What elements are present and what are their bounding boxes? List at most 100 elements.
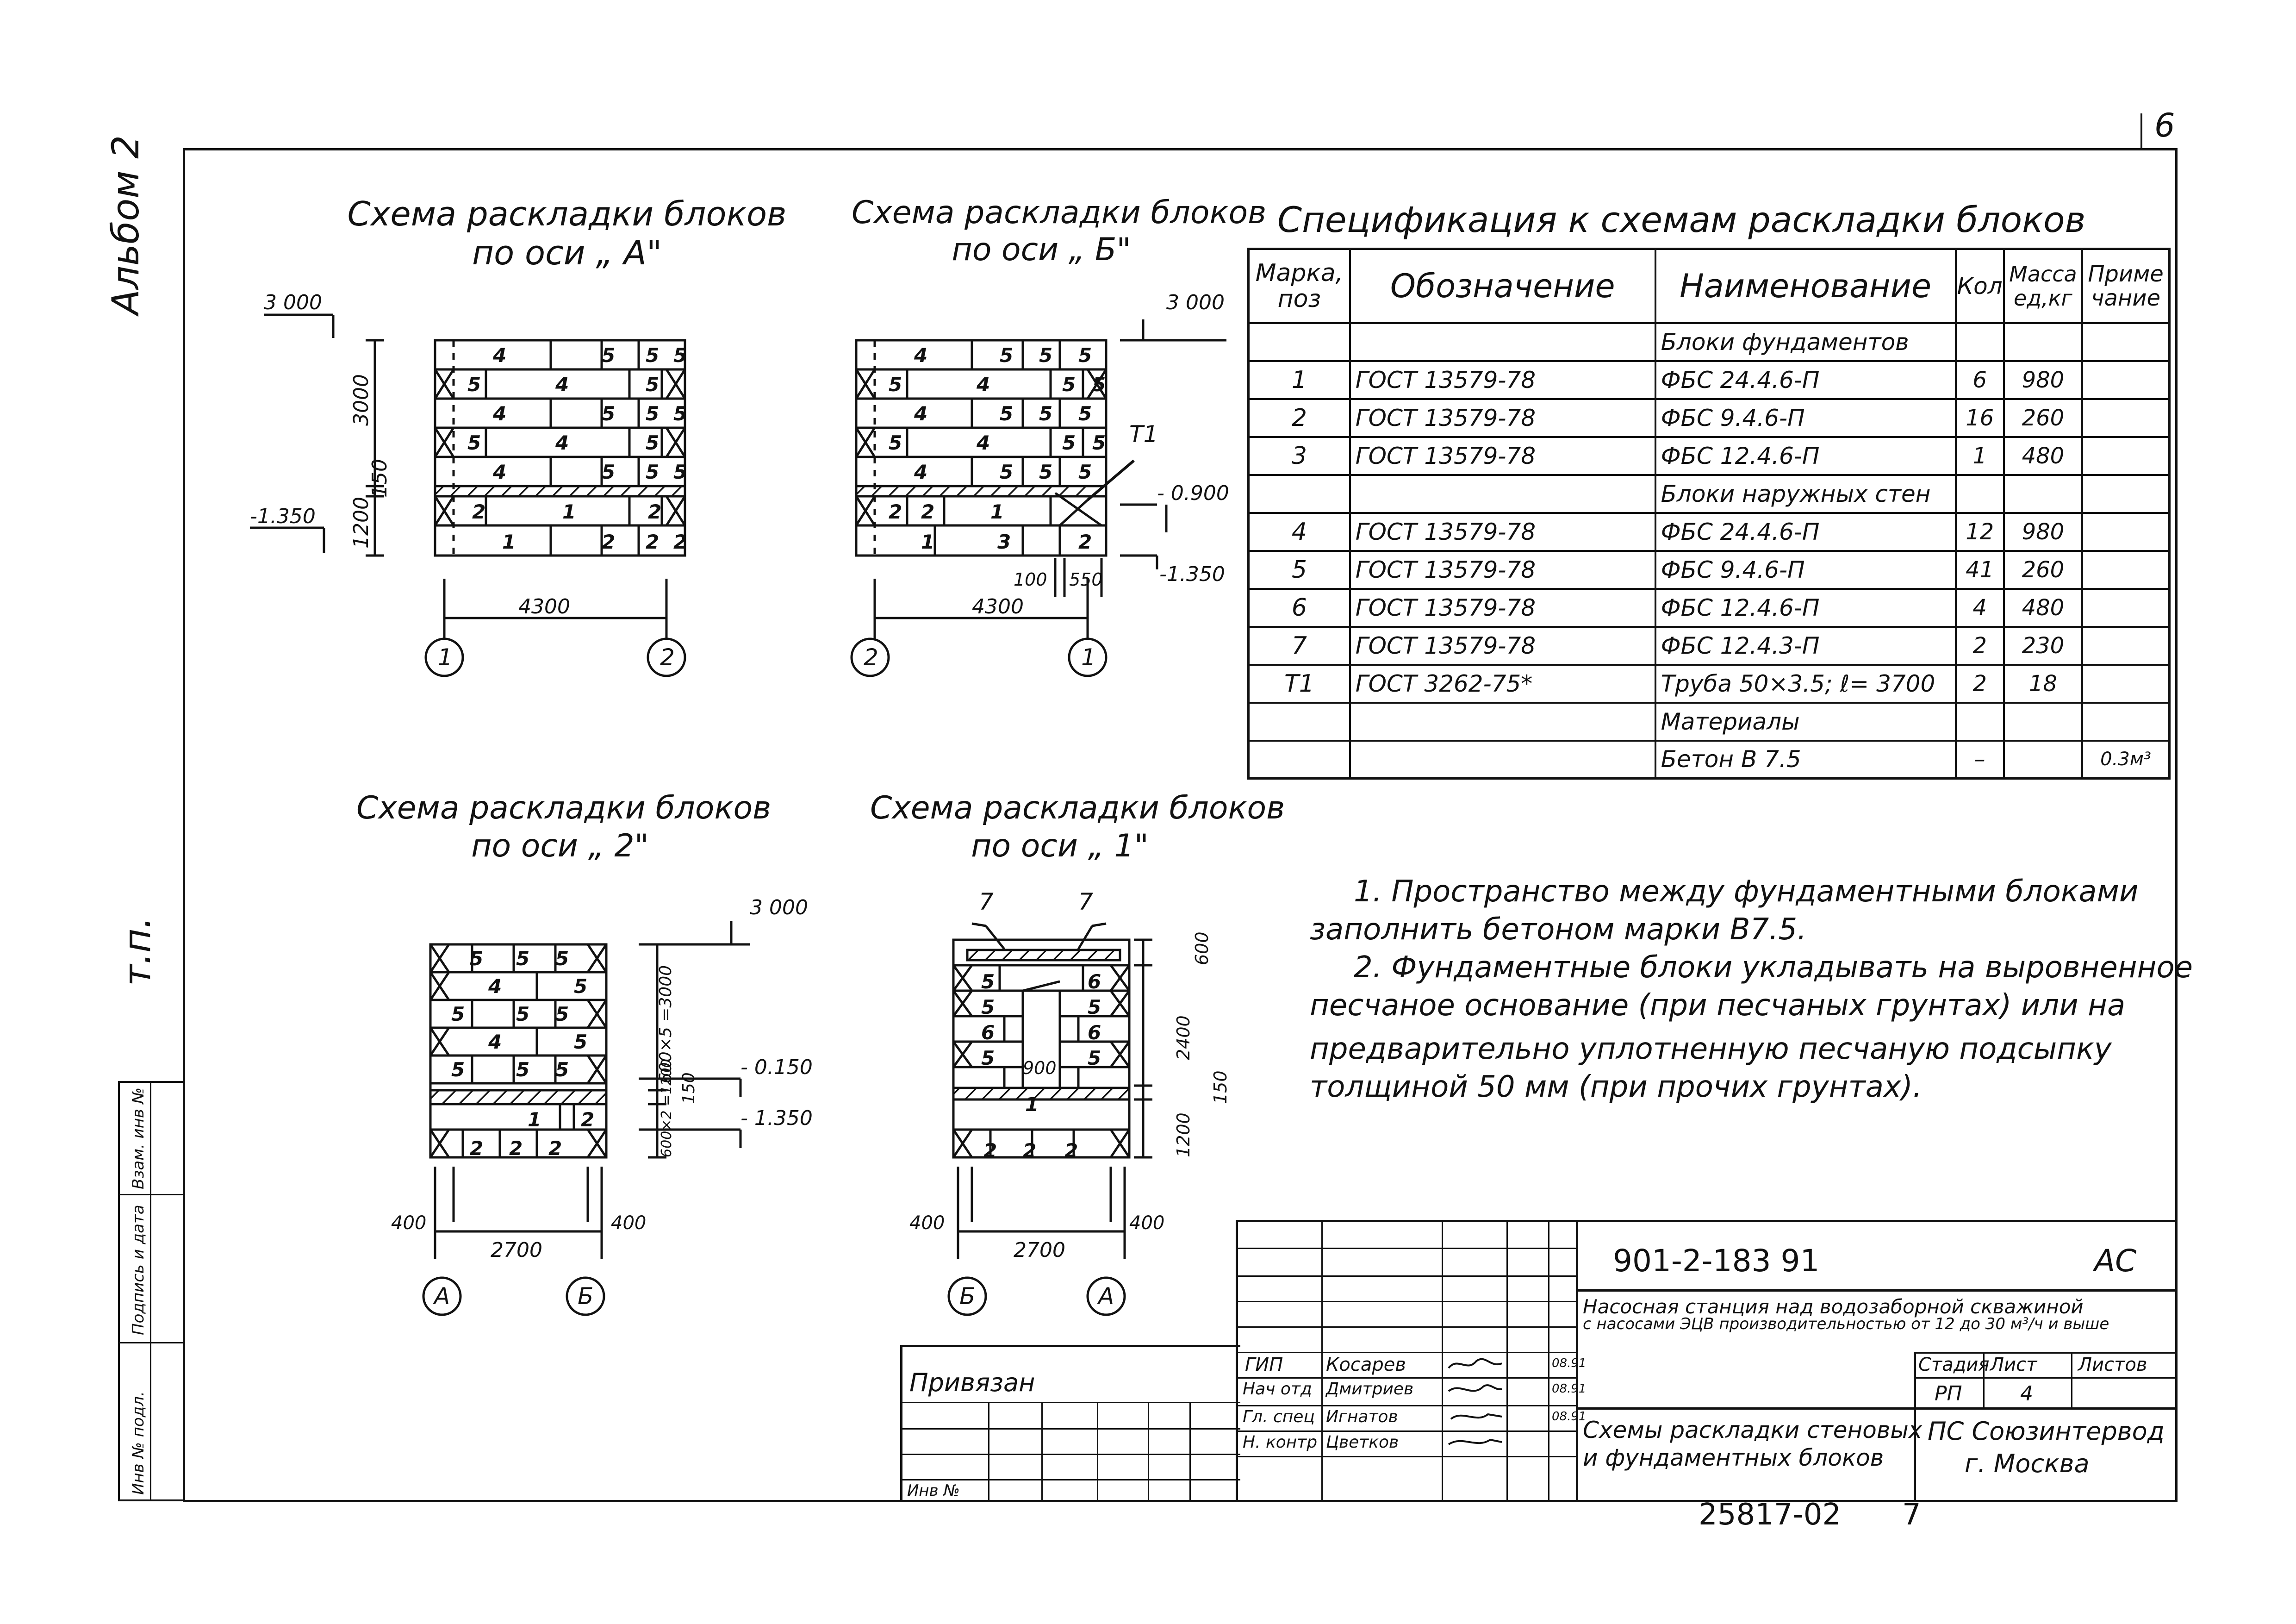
spec-cell: [1954, 474, 2005, 514]
dim-a-h2: 150: [368, 459, 392, 498]
spec-cell: [1349, 322, 1656, 362]
dim-b-lvl2: -1.350: [1159, 562, 1225, 586]
dim-a-h3: 1200: [349, 497, 373, 549]
scheme-a: [434, 339, 686, 557]
scheme-1-title-line2: по оси „ 1": [971, 828, 1149, 864]
svg-text:5: 5: [555, 947, 569, 970]
spec-cell: 980: [2003, 360, 2084, 400]
stamp-org-1: ПС Союзинтервод: [1928, 1417, 2165, 1446]
spec-cell: ФБС 24.4.6-П: [1654, 360, 1957, 400]
scheme-2-title: Схема раскладки блоков по оси „ 2": [356, 789, 771, 865]
svg-text:5: 5: [1062, 373, 1076, 396]
spec-cell: Блоки наружных стен: [1654, 474, 1957, 514]
svg-text:5: 5: [451, 1003, 465, 1025]
spec-cell: ФБС 12.4.6-П: [1654, 587, 1957, 628]
spec-cell: [2003, 322, 2084, 362]
spec-cell: 0.3м³: [2081, 739, 2171, 780]
axis-a-2: 2: [660, 644, 675, 671]
stamp-stage: РП: [1935, 1382, 1962, 1405]
scheme-b-title-line1: Схема раскладки блоков: [852, 194, 1267, 231]
svg-text:6: 6: [1088, 970, 1101, 993]
dim-2-right: 400: [611, 1212, 646, 1234]
svg-text:5: 5: [555, 1058, 569, 1081]
spec-cell: [2081, 550, 2171, 590]
scheme-b-title-line2: по оси „ Б": [952, 231, 1131, 268]
svg-text:5: 5: [602, 402, 615, 425]
spec-cell: [2081, 436, 2171, 476]
svg-text:5: 5: [555, 1003, 569, 1025]
dim-b-d1: 100: [1014, 569, 1047, 590]
svg-text:2: 2: [602, 531, 615, 553]
dim-a-bottom: -1.350: [250, 505, 316, 528]
spec-cell: [1954, 322, 2005, 362]
svg-text:4: 4: [914, 402, 927, 425]
dim-2-h2: 150: [679, 1072, 698, 1104]
svg-text:5: 5: [1039, 461, 1052, 483]
spec-cell: 5: [1247, 550, 1351, 590]
stamp-desc-1: Насосная станция над водозаборной скважи…: [1583, 1295, 2084, 1318]
spec-cell: [1247, 322, 1351, 362]
spec-cell: [2081, 663, 2171, 704]
svg-text:5: 5: [516, 947, 529, 970]
title-block: 901-2-183 91 АС Насосная станция над вод…: [1236, 1220, 2175, 1500]
note-line-2: заполнить бетоном марки В7.5.: [1310, 912, 1807, 947]
svg-text:5: 5: [1088, 996, 1101, 1018]
svg-text:5: 5: [646, 461, 659, 483]
svg-text:2: 2: [1078, 531, 1092, 553]
svg-text:2: 2: [509, 1137, 523, 1160]
scheme-a-title-line2: по оси „ А": [472, 233, 662, 272]
note-line-5: предварительно уплотненную песчаную подс…: [1310, 1032, 2112, 1066]
stamp-desc-2: с насосами ЭЦВ производительностью от 12…: [1583, 1315, 2109, 1333]
svg-text:4: 4: [976, 431, 990, 454]
svg-text:5: 5: [1039, 402, 1052, 425]
scheme-b-title: Схема раскладки блоков по оси „ Б": [852, 194, 1267, 269]
svg-text:4: 4: [914, 344, 927, 367]
axis-1-a: А: [1097, 1283, 1114, 1310]
svg-text:1: 1: [502, 531, 516, 553]
dim-2-lvl2: - 1.350: [740, 1106, 813, 1130]
dim-1-door: 900: [1023, 1058, 1057, 1078]
spec-cell: 12: [1954, 512, 2005, 552]
spec-cell: [2081, 398, 2171, 438]
spec-cell: [2081, 474, 2171, 514]
dim-1-width: 2700: [1014, 1238, 1065, 1262]
spec-cell: [2003, 474, 2084, 514]
stamp-title-1: Схемы раскладки стеновых: [1583, 1417, 1923, 1443]
axis-1-b: Б: [959, 1283, 975, 1310]
svg-text:5: 5: [673, 461, 687, 483]
svg-text:5: 5: [451, 1058, 465, 1081]
people-role-1: ГИП: [1245, 1354, 1283, 1375]
spec-cell: ГОСТ 13579-78: [1349, 550, 1656, 590]
spec-cell: 260: [2003, 550, 2084, 590]
svg-text:5: 5: [1039, 344, 1052, 367]
stamp-mark: АС: [2094, 1243, 2137, 1279]
spec-cell: 480: [2003, 587, 2084, 628]
svg-text:5: 5: [1000, 461, 1013, 483]
spec-cell: [1247, 701, 1351, 742]
svg-text:5: 5: [1092, 373, 1106, 396]
svg-text:2: 2: [470, 1137, 483, 1160]
dim-a-width: 4300: [518, 595, 570, 618]
spec-cell: [2081, 512, 2171, 552]
spec-cell: Блоки фундаментов: [1654, 322, 1957, 362]
bottom-sheet: 7: [1902, 1498, 1921, 1532]
people-date-3: 08.91: [1552, 1410, 1587, 1424]
spec-header-row: Марка, поз Обозначение Наименование Кол …: [1247, 248, 2171, 324]
spec-h-designation: Обозначение: [1349, 248, 1656, 324]
dim-1-h1: 600: [1192, 931, 1212, 965]
dim-a-top: 3 000: [264, 291, 322, 314]
scheme-b: [855, 339, 1135, 557]
svg-text:5: 5: [1078, 461, 1092, 483]
svg-text:5: 5: [516, 1003, 529, 1025]
svg-text:2: 2: [646, 531, 659, 553]
svg-text:1: 1: [562, 500, 576, 523]
people-date-2: 08.91: [1552, 1382, 1587, 1396]
mark-1-7-right: 7: [1078, 888, 1093, 915]
spec-cell: ФБС 9.4.6-П: [1654, 550, 1957, 590]
svg-text:1: 1: [1025, 1093, 1039, 1116]
svg-text:5: 5: [1078, 344, 1092, 367]
spec-cell: ГОСТ 13579-78: [1349, 625, 1656, 666]
